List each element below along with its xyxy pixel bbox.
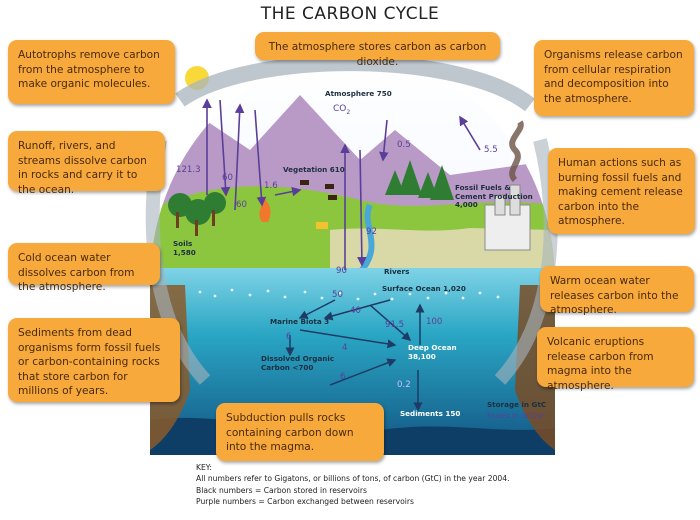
flux-50: 50 bbox=[332, 290, 343, 300]
flux-90: 90 bbox=[336, 266, 347, 276]
co2-label: CO2 bbox=[333, 104, 351, 116]
key-line-3: Purple numbers = Carbon exchanged betwee… bbox=[196, 497, 414, 507]
respiration-box: Organisms release carbon from cellular r… bbox=[534, 40, 694, 116]
key-line-2: Black numbers = Carbon stored in reservo… bbox=[196, 485, 367, 495]
flux-5-5: 5.5 bbox=[484, 145, 498, 155]
sediments-box: Sediments from dead organisms form fossi… bbox=[8, 318, 180, 402]
flux-0-5: 0.5 bbox=[397, 140, 411, 150]
cycle-arrow-top bbox=[175, 55, 535, 112]
cold-ocean-box: Cold ocean water dissolves carbon from t… bbox=[8, 243, 160, 293]
flux-arrows bbox=[202, 98, 481, 270]
key-heading: KEY: bbox=[196, 463, 212, 472]
tractor-icon bbox=[316, 222, 328, 229]
atmosphere-label: Atmosphere 750 bbox=[325, 89, 392, 98]
legend-fluxes: Fluxes in GtC/yr bbox=[487, 411, 545, 420]
fire-icon bbox=[259, 196, 271, 222]
flux-6-b: 6 bbox=[340, 372, 346, 382]
warm-ocean-box: Warm ocean water releases carbon into th… bbox=[540, 266, 694, 316]
key-line-1: All numbers refer to Gigatons, or billio… bbox=[196, 474, 510, 484]
flux-4: 4 bbox=[342, 343, 348, 353]
rivers-label: Rivers bbox=[384, 267, 410, 276]
legend-storage: Storage in GtC bbox=[487, 400, 547, 409]
flux-1-6: 1.6 bbox=[264, 181, 278, 191]
soils-label: Soils 1,580 bbox=[173, 239, 196, 257]
factory-icon bbox=[484, 120, 531, 251]
sediments-label: Sediments 150 bbox=[400, 409, 461, 418]
surface-bubbles bbox=[198, 288, 500, 301]
deep-ocean-label: Deep Ocean 38,100 bbox=[408, 343, 457, 361]
flux-92: 92 bbox=[366, 227, 377, 237]
flux-91-5: 91.5 bbox=[385, 320, 405, 330]
livestock bbox=[300, 180, 337, 200]
key-section: KEY: All numbers refer to Gigatons, or b… bbox=[196, 462, 509, 508]
marine-biota-label: Marine Biota 3 bbox=[270, 317, 330, 326]
volcanic-box: Volcanic eruptions release carbon from m… bbox=[537, 327, 694, 392]
flux-100: 100 bbox=[426, 317, 443, 327]
surface-ocean-label: Surface Ocean 1,020 bbox=[382, 284, 466, 293]
diagram-title: THE CARBON CYCLE bbox=[260, 4, 440, 24]
flux-0-2: 0.2 bbox=[397, 380, 411, 390]
flux-60-b: 60 bbox=[236, 200, 247, 210]
forest bbox=[168, 160, 454, 236]
runoff-box: Runoff, rivers, and streams dissolve car… bbox=[8, 131, 165, 196]
human-box: Human actions such as burning fossil fue… bbox=[548, 148, 695, 234]
flux-121: 121.3 bbox=[176, 165, 201, 175]
doc-label: Dissolved Organic Carbon <700 bbox=[261, 354, 335, 372]
atmosphere-box: The atmosphere stores carbon as carbon d… bbox=[255, 32, 500, 68]
subduction-box: Subduction pulls rocks containing carbon… bbox=[216, 403, 384, 461]
flux-6-a: 6 bbox=[286, 332, 292, 342]
earth-crust-right bbox=[515, 285, 555, 450]
ocean-arrows bbox=[285, 299, 425, 412]
vegetation-label: Vegetation 610 bbox=[283, 165, 345, 174]
fossil-fuels-label: Fossil Fuels & Cement Production 4,000 bbox=[455, 183, 533, 210]
flux-60-a: 60 bbox=[222, 173, 233, 183]
flux-40: 40 bbox=[350, 306, 361, 316]
autotrophs-box: Autotrophs remove carbon from the atmosp… bbox=[8, 40, 175, 104]
